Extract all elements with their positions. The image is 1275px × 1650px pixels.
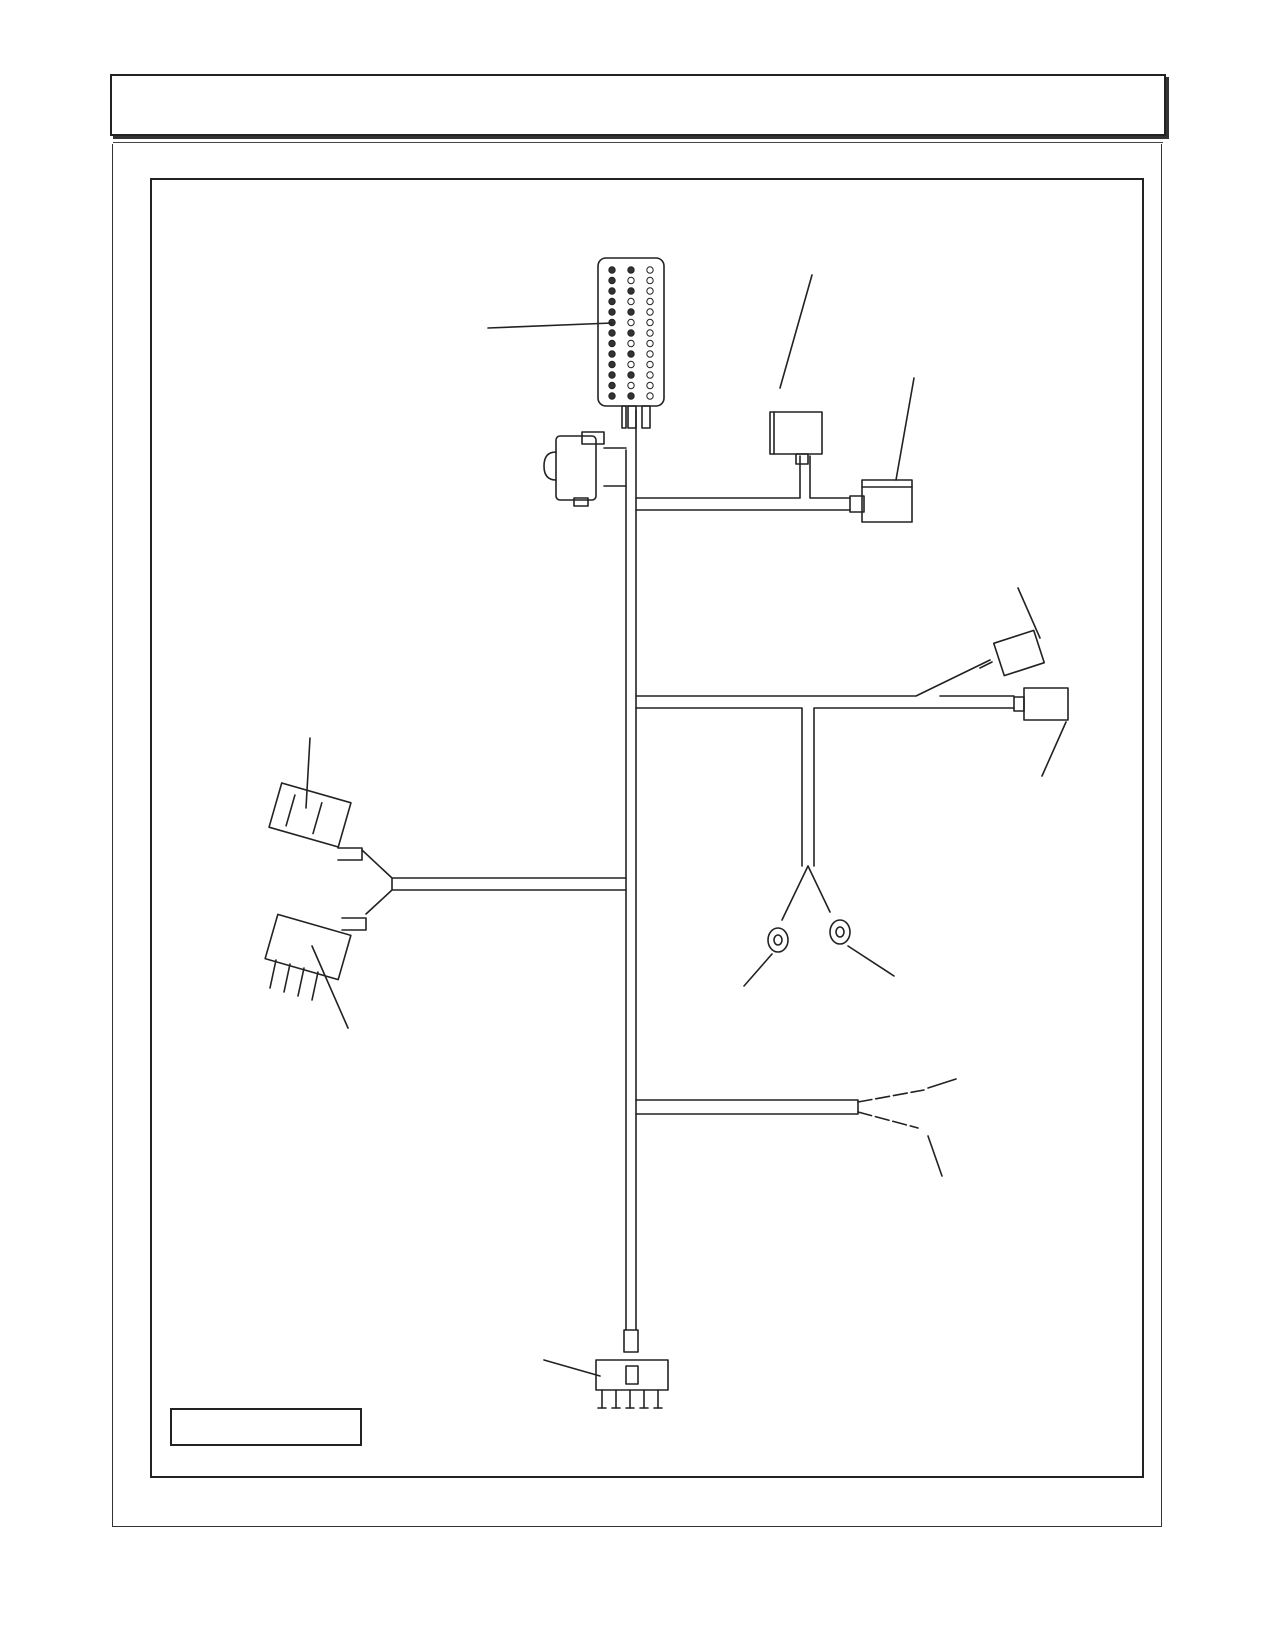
connector-pin [627, 371, 635, 379]
callout-leader-left-upper [305, 737, 311, 809]
connector-pin [646, 266, 654, 274]
harness-branch-left [361, 849, 627, 915]
connector-pin [646, 308, 654, 316]
connector-pin [627, 339, 635, 348]
callout-leader-connector-a [779, 274, 813, 389]
connector-pin [646, 276, 654, 285]
callout-leader-wire-lead-b [927, 1135, 943, 1177]
figure-label-box [170, 1408, 362, 1446]
callout-leader-connector-b [895, 377, 915, 481]
harness-main-trunk [625, 409, 637, 1331]
open-wire-leads [857, 1089, 925, 1129]
connector-pin [646, 329, 654, 337]
left-upper-connector [268, 782, 363, 861]
connector-pin [627, 318, 635, 327]
connector-pin [646, 371, 654, 379]
callout-leader-ring-right [847, 945, 895, 977]
header-divider [113, 142, 1163, 143]
connector-pin [608, 297, 616, 306]
left-lower-connector [264, 913, 367, 1001]
connector-pin [646, 339, 654, 348]
harness-branch-middle-right [635, 659, 1015, 867]
connector-pin [627, 297, 635, 306]
connector-pin [646, 392, 654, 400]
callout-leader-ring-left [743, 953, 773, 987]
connector-pin [608, 308, 616, 316]
callout-leader-wire-lead-a [927, 1078, 957, 1089]
callout-leader-bottom-connector [543, 1359, 601, 1377]
diagram-frame [150, 178, 1144, 1478]
ring-terminal-left [767, 927, 789, 953]
connector-pin [608, 360, 616, 369]
connector-pin [608, 371, 616, 379]
relay-connector [543, 431, 627, 507]
connector-pin [627, 381, 635, 390]
connector-pin [646, 381, 654, 390]
connector-pin [627, 329, 635, 337]
connector-pin [608, 287, 616, 295]
connector-pin [608, 381, 616, 390]
connector-pin [627, 392, 635, 400]
connector-pin [627, 350, 635, 358]
ring-terminal-wires [781, 865, 831, 921]
connector-pin [608, 266, 616, 274]
connector-pin [608, 329, 616, 337]
callout-leader-right-connector [1041, 721, 1067, 777]
callout-leader-left-lower [311, 945, 349, 1029]
top-right-connector-a [769, 411, 823, 465]
ring-terminal-right [829, 919, 851, 945]
connector-pin [646, 297, 654, 306]
callout-leader-multipin [487, 322, 613, 329]
harness-branch-lower-right [635, 1099, 859, 1115]
angled-connector [979, 629, 1046, 677]
page-frame [112, 144, 1162, 1527]
callout-leader-angled-connector [1017, 587, 1041, 639]
connector-pin [608, 276, 616, 285]
top-right-connector-b [861, 479, 913, 523]
connector-pin [608, 350, 616, 358]
connector-pin [646, 318, 654, 327]
connector-pin [646, 287, 654, 295]
right-connector [1013, 687, 1069, 721]
bottom-connector [595, 1329, 669, 1409]
connector-pin [608, 339, 616, 348]
connector-pin [627, 360, 635, 369]
connector-pin [646, 360, 654, 369]
connector-pin [627, 287, 635, 295]
connector-pin [627, 266, 635, 274]
main-multipin-connector [597, 257, 665, 429]
connector-pin [627, 308, 635, 316]
connector-pin [608, 392, 616, 400]
connector-pin [646, 350, 654, 358]
connector-pin [627, 276, 635, 285]
page-header [110, 74, 1166, 136]
harness-branch-upper-right [635, 455, 851, 511]
